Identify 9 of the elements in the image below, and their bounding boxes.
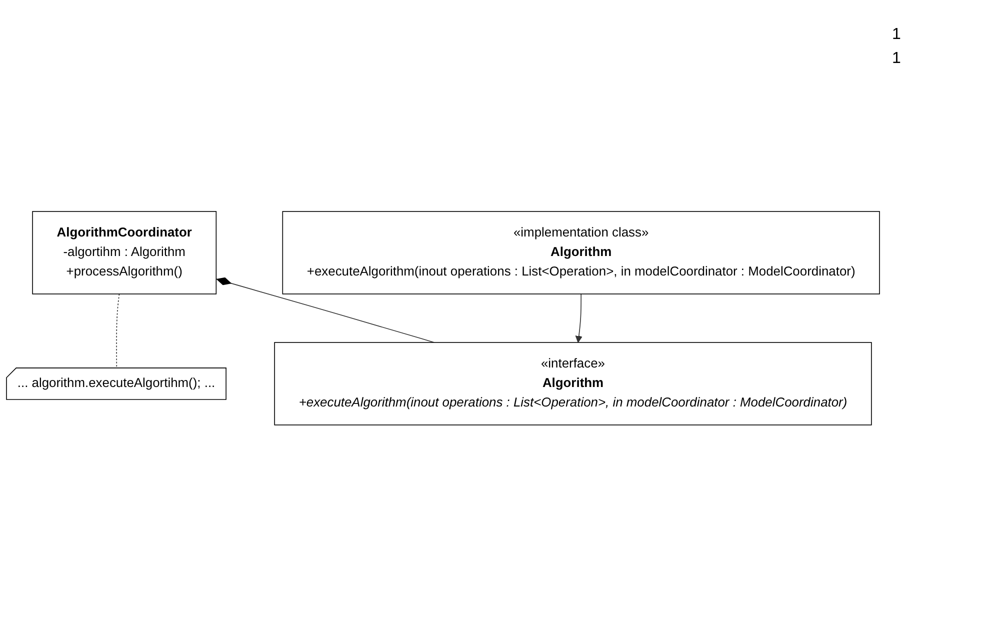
multiplicity-label: 1: [892, 26, 902, 44]
class-box: «interface» Algorithm +executeAlgorithm(inout operations : List<Operation>, in modelCoordinator : ModelCoordinator): [274, 342, 872, 426]
arrow: [575, 294, 582, 344]
note-box: ... algorithm.executeAlgortihm(); ...: [6, 368, 226, 400]
note-link: [116, 294, 120, 370]
class-box: AlgorithmCoordinator -algortihm : Algorithm +processAlgorithm(): [32, 211, 217, 295]
class-box: «implementation class» Algorithm +executeAlgorithm(inout operations : List<Operation>, in modelCoordinator : ModelCoordinator): [282, 211, 880, 295]
multiplicity-label: 1: [892, 50, 902, 68]
composition-line: [216, 278, 435, 344]
